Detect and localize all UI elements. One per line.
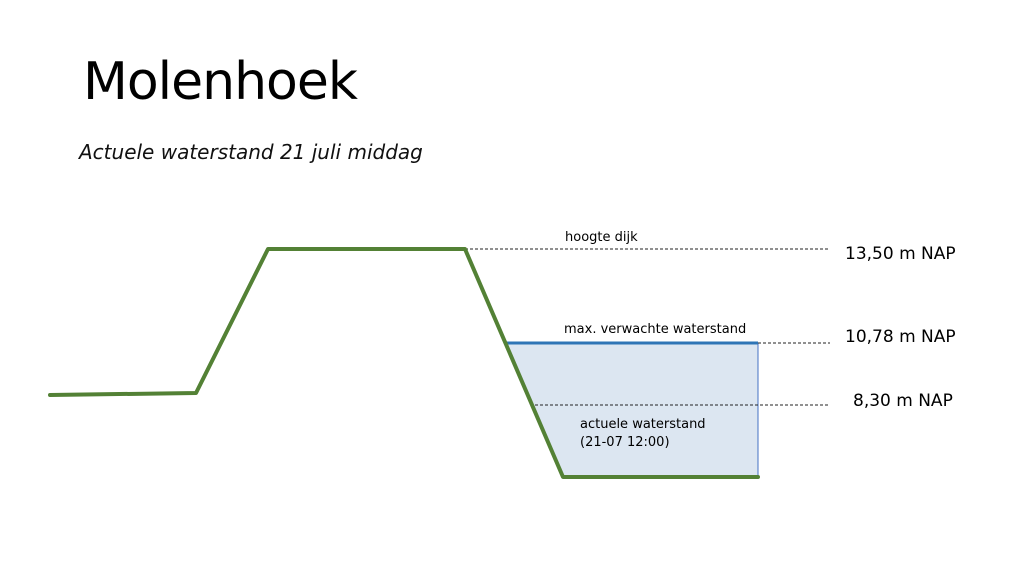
current-level-label: actuele waterstand — [580, 417, 706, 432]
dike-top-value: 13,50 m NAP — [845, 244, 956, 264]
page-subtitle: Actuele waterstand 21 juli middag — [79, 140, 423, 164]
max-level-label: max. verwachte waterstand — [564, 322, 746, 337]
water-area — [506, 343, 758, 477]
max-level-value: 10,78 m NAP — [845, 327, 956, 347]
dike-top-label: hoogte dijk — [565, 230, 638, 245]
current-level-timestamp: (21-07 12:00) — [580, 435, 670, 450]
current-level-value: 8,30 m NAP — [853, 391, 953, 411]
page-title: Molenhoek — [83, 52, 358, 112]
dike-profile — [48, 247, 760, 479]
